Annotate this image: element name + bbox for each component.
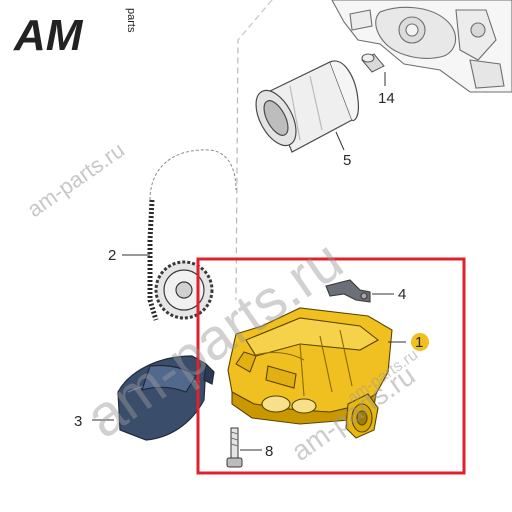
callout-label-1: 1 — [415, 334, 423, 351]
timing-chain-part — [147, 149, 237, 321]
callout-label-8: 8 — [265, 443, 273, 460]
bracket-part — [325, 279, 371, 303]
highlight-frame — [196, 257, 466, 475]
watermark-top: am-parts.ru — [23, 137, 129, 222]
callout-label-14: 14 — [378, 90, 395, 107]
brand-logo: AM parts — [13, 8, 137, 60]
callout-1-marker — [411, 333, 429, 351]
callout-label-5: 5 — [343, 152, 351, 169]
callout-label-3: 3 — [74, 413, 82, 430]
svg-text:parts: parts — [125, 8, 137, 33]
oil-pump-part — [227, 307, 393, 439]
callout-label-4: 4 — [398, 286, 406, 303]
plug-part — [361, 53, 385, 73]
svg-text:AM: AM — [13, 11, 84, 60]
bolt-part — [226, 427, 243, 468]
engine-block-illustration — [331, 0, 512, 93]
callout-label-2: 2 — [108, 247, 116, 264]
oil-filter-part — [255, 60, 359, 153]
leader-lines — [92, 72, 406, 451]
guide-lines — [235, 0, 273, 301]
oil-pickup-cover-part — [117, 355, 215, 441]
